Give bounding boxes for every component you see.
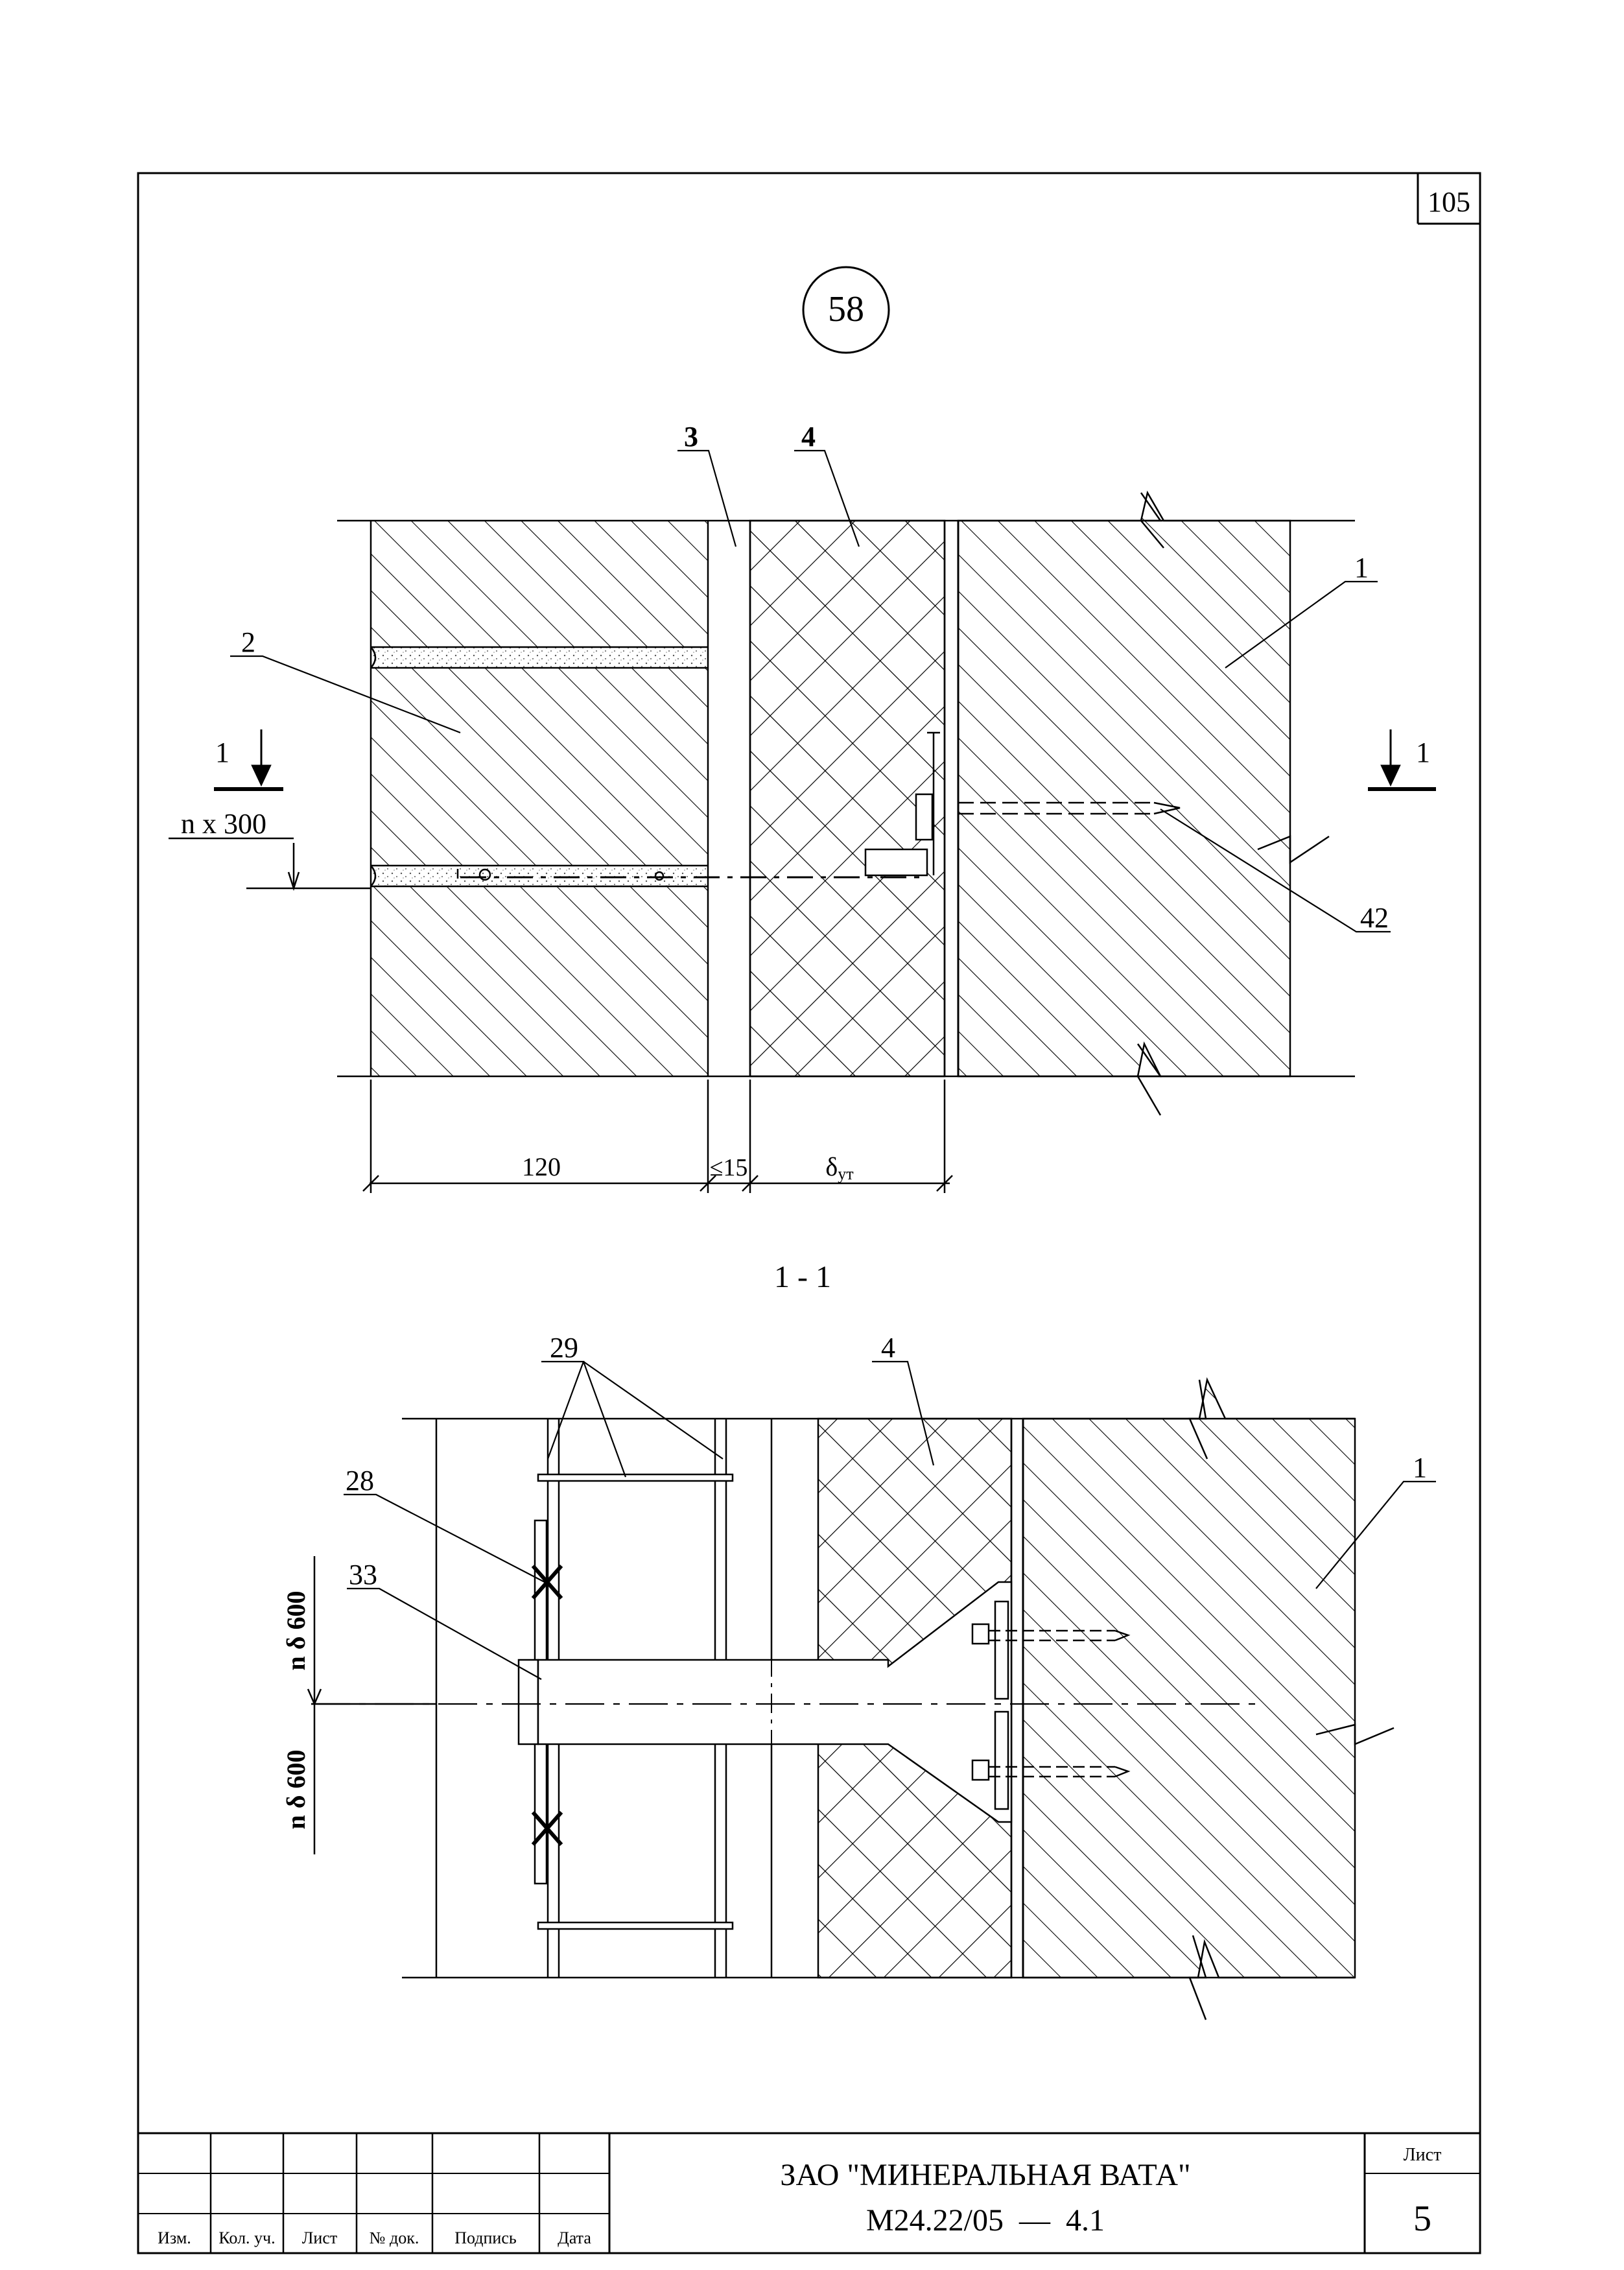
label-2: 2 xyxy=(241,626,255,658)
spacing-label: n x 300 xyxy=(181,808,266,840)
mortar-joint-upper xyxy=(371,647,708,668)
label-28: 28 xyxy=(346,1465,374,1496)
page-number: 105 xyxy=(1428,186,1470,218)
sheet-frame xyxy=(137,172,1481,2254)
header-kol-uch: Кол. уч. xyxy=(218,2229,275,2247)
dim-lower: n δ 600 xyxy=(281,1749,311,1829)
header-doc-no: № док. xyxy=(370,2229,419,2247)
dim-insulation-subscript: ут xyxy=(838,1165,853,1183)
header-date: Дата xyxy=(558,2229,591,2247)
title-block xyxy=(138,2132,1480,2253)
label-1: 1 xyxy=(1354,552,1369,584)
label-42: 42 xyxy=(1360,902,1389,934)
document-code: М24.22/05 — 4.1 xyxy=(866,2203,1105,2238)
dim-15: ≤15 xyxy=(710,1154,748,1181)
section-view: n δ 600 n δ 600 29 4 28 33 1 xyxy=(281,1332,1436,2020)
label-4: 4 xyxy=(801,421,816,453)
label-33: 33 xyxy=(349,1559,377,1590)
header-list: Лист xyxy=(302,2229,337,2247)
section-mark-left-number: 1 xyxy=(215,737,229,768)
organization-name: ЗАО "МИНЕРАЛЬНАЯ ВАТА" xyxy=(780,2158,1190,2192)
dim-insulation: δут xyxy=(825,1152,853,1183)
bracket-33 xyxy=(517,1581,1013,1823)
mortar-joint-lower xyxy=(371,866,708,886)
label-3: 3 xyxy=(684,421,698,453)
title-block-headers: Изм. Кол. уч. Лист № док. Подпись Дата xyxy=(158,2229,591,2247)
label-29: 29 xyxy=(550,1332,578,1364)
detail-number: 58 xyxy=(828,289,864,329)
brick-course-middle xyxy=(371,668,708,866)
dim-insulation-symbol: δ xyxy=(825,1152,838,1181)
header-signature: Подпись xyxy=(454,2229,517,2247)
sheet-label: Лист xyxy=(1404,2145,1442,2165)
section-dimension xyxy=(307,1556,436,1854)
header-izm: Изм. xyxy=(158,2229,191,2247)
section-mark-right-number: 1 xyxy=(1416,737,1430,768)
detail-marker: 58 xyxy=(802,266,890,354)
section-mark-left xyxy=(214,729,283,791)
dimension-line xyxy=(362,1080,953,1193)
detail-view: 3 4 2 1 42 1 1 n x 300 xyxy=(169,421,1436,1193)
brick-course-upper xyxy=(371,521,708,647)
spacing-callout xyxy=(169,837,371,892)
dim-upper: n δ 600 xyxy=(281,1590,311,1670)
insulation-layer xyxy=(749,519,946,1078)
section-label-4: 4 xyxy=(881,1332,895,1364)
section-base-wall xyxy=(1022,1377,1356,1979)
base-wall xyxy=(957,490,1291,1078)
section-mark-right xyxy=(1368,729,1436,791)
section-title: 1 - 1 xyxy=(774,1260,831,1294)
section-label-1: 1 xyxy=(1413,1452,1427,1484)
dim-120: 120 xyxy=(522,1152,561,1181)
sheet-number: 5 xyxy=(1413,2199,1431,2239)
brick-course-lower xyxy=(371,886,708,1076)
